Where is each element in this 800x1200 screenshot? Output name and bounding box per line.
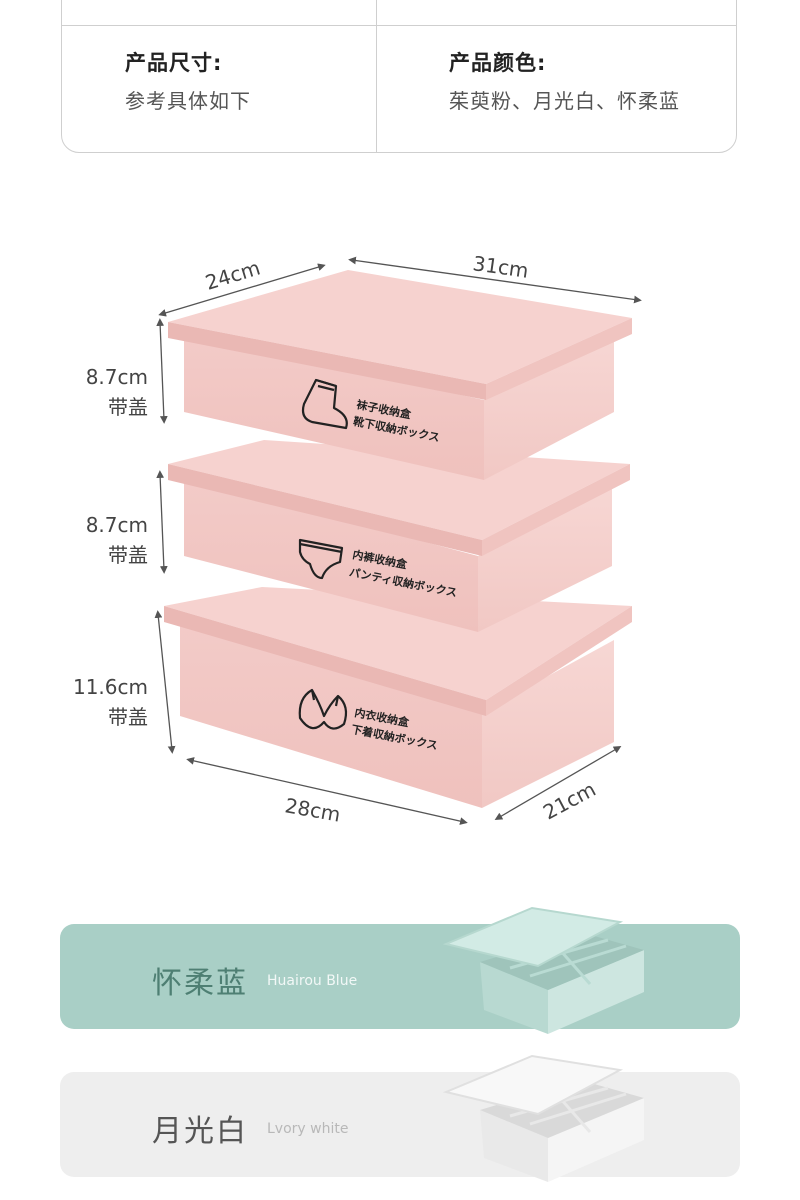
dim-note: 带盖	[108, 543, 148, 567]
spec-table: 产品尺寸: 参考具体如下 产品颜色: 茱萸粉、月光白、怀柔蓝	[61, 0, 737, 153]
dim-bottom-length: 28cm	[283, 793, 342, 826]
color-banner-white: 月光白 Lvory white	[60, 1054, 740, 1182]
color-name: 怀柔蓝	[152, 966, 248, 1001]
spec-color: 产品颜色: 茱萸粉、月光白、怀柔蓝	[449, 47, 680, 114]
color-label: 产品颜色:	[449, 51, 547, 75]
bra-icon	[298, 688, 348, 730]
color-name: 月光白	[152, 1114, 248, 1149]
underwear-icon	[298, 538, 344, 580]
dim-arrow	[186, 757, 468, 825]
dim-arrow	[348, 256, 642, 304]
dim-arrow	[158, 263, 326, 317]
dimension-diagram: 袜子收纳盒 靴下収納ボックス 内裤收纳盒 パンティ収納ボックス 内衣收纳盒 下着…	[73, 251, 642, 827]
dim-note: 带盖	[108, 705, 148, 729]
box-underwear	[168, 440, 630, 632]
dim-note: 带盖	[108, 395, 148, 419]
dim-height: 8.7cm	[86, 365, 148, 389]
dim-arrow	[156, 318, 168, 424]
sock-icon	[301, 378, 348, 430]
size-label: 产品尺寸:	[125, 51, 223, 75]
dim-arrow	[154, 610, 176, 754]
dim-height: 11.6cm	[73, 675, 148, 699]
dim-bottom-width: 21cm	[539, 777, 600, 824]
spec-size: 产品尺寸: 参考具体如下	[125, 47, 251, 114]
color-name-english: Lvory white	[267, 1121, 349, 1137]
color-name-english: Huairou Blue	[267, 973, 358, 989]
dim-arrow	[494, 746, 622, 820]
dim-height: 8.7cm	[86, 513, 148, 537]
product-image-white	[442, 1054, 644, 1182]
dim-arrow	[156, 470, 168, 574]
dim-top-width: 24cm	[202, 255, 263, 294]
color-value: 茱萸粉、月光白、怀柔蓝	[449, 89, 680, 113]
box-bra	[164, 587, 632, 808]
table-divider	[376, 0, 377, 152]
product-image-blue	[442, 906, 644, 1034]
color-banner-blue: 怀柔蓝 Huairou Blue	[60, 906, 740, 1034]
size-value: 参考具体如下	[125, 89, 251, 113]
table-divider	[62, 25, 736, 26]
